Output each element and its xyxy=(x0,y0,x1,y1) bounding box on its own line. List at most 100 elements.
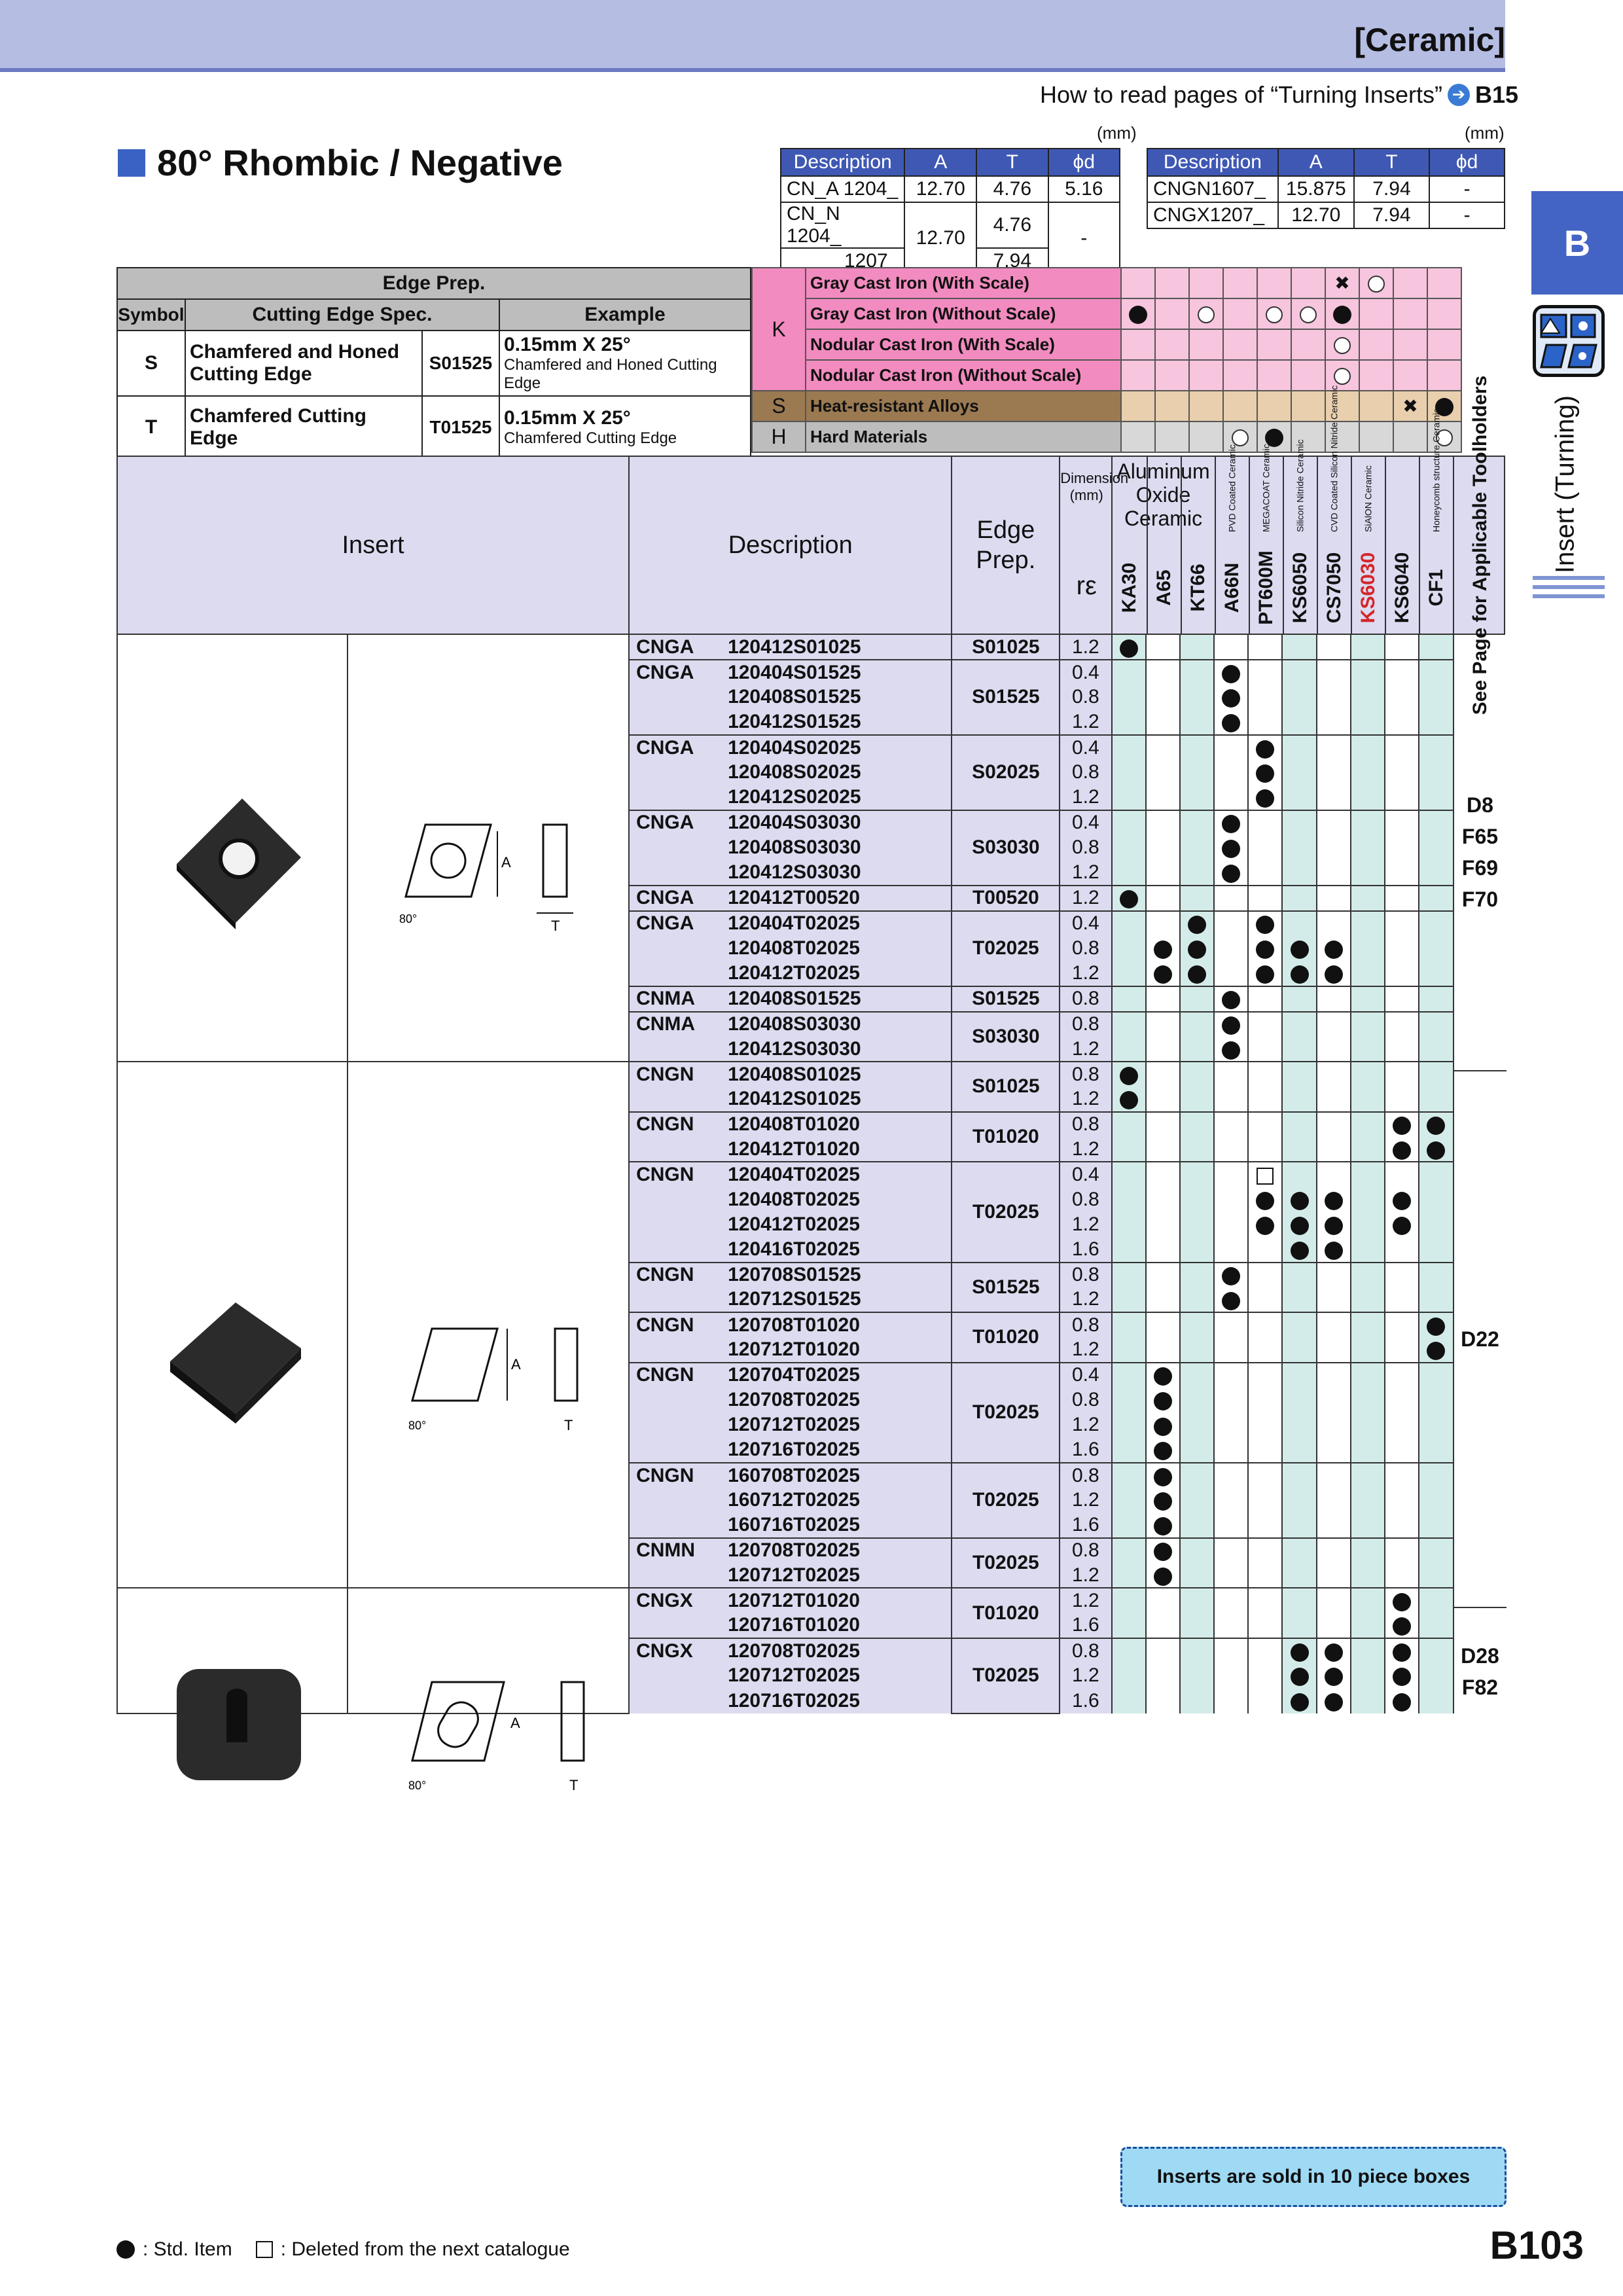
grade-cell xyxy=(1213,1663,1249,1689)
grade-cell xyxy=(1213,1488,1249,1513)
grade-cell xyxy=(1213,1337,1249,1363)
grade-cell xyxy=(1383,1161,1420,1187)
grade-cell xyxy=(1111,634,1147,660)
grade-a65: A65 xyxy=(1146,457,1181,634)
edge-prep-cell: S01025 xyxy=(951,634,1061,660)
std-item-dot-icon xyxy=(1222,815,1241,834)
dim-cell: CNGX1207_ xyxy=(1147,202,1279,229)
grade-cell xyxy=(1315,1462,1351,1488)
description-cell: 120712T02025 xyxy=(628,1412,953,1438)
edge-prep-cell: T02025 xyxy=(951,1637,1061,1714)
grade-cell xyxy=(1179,1537,1215,1564)
grade-cell xyxy=(1315,658,1351,685)
grade-cell xyxy=(1281,760,1317,785)
grade-cell xyxy=(1383,1211,1420,1238)
re-cell: 1.2 xyxy=(1059,785,1113,810)
grade-cell xyxy=(1179,734,1215,761)
re-cell: 1.2 xyxy=(1059,1211,1113,1238)
grade-cell xyxy=(1349,1587,1386,1613)
grade-cell xyxy=(1111,760,1147,785)
edge-prep-cell: S01525 xyxy=(951,1261,1061,1314)
grade-cell xyxy=(1247,910,1283,936)
grade-cell xyxy=(1247,835,1283,861)
grade-cell xyxy=(1145,1437,1181,1463)
re-cell: 0.8 xyxy=(1059,985,1113,1012)
insert-photo-cnga xyxy=(177,798,301,929)
grade-cell xyxy=(1213,1613,1249,1638)
grade-cell xyxy=(1383,1663,1420,1689)
edge-code: S01525 xyxy=(421,330,500,397)
deleted-square-icon xyxy=(255,2241,273,2258)
description-cell: 120412S01525 xyxy=(628,709,953,735)
grade-cell xyxy=(1418,884,1454,911)
grade-cell xyxy=(1179,1663,1215,1689)
grade-cell xyxy=(1418,734,1454,761)
grade-cell xyxy=(1418,1388,1454,1413)
description-cell: 120712T02025 xyxy=(628,1663,953,1689)
grade-kt66: KT66 xyxy=(1180,457,1215,634)
material-grade-cell xyxy=(1188,390,1224,422)
grade-cell xyxy=(1383,1312,1420,1338)
grade-cell xyxy=(1111,1361,1147,1388)
grade-cell xyxy=(1145,1011,1181,1037)
material-grade-cell xyxy=(1222,298,1258,330)
std-item-dot-icon xyxy=(1427,1117,1446,1136)
material-grade-cell xyxy=(1325,329,1360,361)
description-cell: 120408S01525 xyxy=(628,685,953,710)
material-name: Gray Cast Iron (Without Scale) xyxy=(805,298,1122,330)
grade-cell xyxy=(1213,1388,1249,1413)
grade-cell xyxy=(1145,860,1181,886)
section-tab[interactable]: B xyxy=(1531,191,1623,295)
grade-cell xyxy=(1349,1061,1386,1087)
material-group: S xyxy=(751,390,806,422)
grade-cell xyxy=(1179,1111,1215,1138)
grade-cell xyxy=(1247,1537,1283,1564)
grade-cell xyxy=(1418,685,1454,710)
grade-cell xyxy=(1349,634,1386,660)
grade-cell xyxy=(1145,1412,1181,1438)
grade-cell xyxy=(1247,961,1283,986)
std-item-dot-icon xyxy=(1256,941,1275,960)
std-item-dot-icon xyxy=(1393,1191,1412,1210)
material-grade-cell xyxy=(1291,421,1326,453)
description-cell: 120412T01020 xyxy=(628,1137,953,1162)
std-item-dot-icon xyxy=(1153,1492,1172,1511)
toolholder-page-ref[interactable]: D22 xyxy=(1454,1070,1507,1607)
grade-cell xyxy=(1145,835,1181,861)
grade-cell xyxy=(1145,1086,1181,1112)
grade-cell xyxy=(1418,1563,1454,1588)
edge-prep-title: Edge Prep. xyxy=(116,267,751,300)
grade-cell xyxy=(1213,1011,1249,1037)
material-grade-cell xyxy=(1359,421,1394,453)
std-item-dot-icon xyxy=(1324,1191,1343,1210)
grade-cell xyxy=(1349,1663,1386,1689)
material-grade-cell xyxy=(1427,421,1462,453)
grade-cell xyxy=(1179,1637,1215,1664)
re-cell: 1.6 xyxy=(1059,1513,1113,1538)
grade-cell xyxy=(1281,709,1317,735)
grade-cell xyxy=(1418,1637,1454,1664)
re-cell: 0.4 xyxy=(1059,910,1113,936)
grade-cell xyxy=(1179,1412,1215,1438)
description-cell: 120712T01020 xyxy=(628,1337,953,1363)
grade-cell xyxy=(1315,1261,1351,1287)
material-grade-cell xyxy=(1222,359,1258,391)
how-to-read-link[interactable]: How to read pages of “Turning Inserts” ➔… xyxy=(1040,81,1518,109)
grade-cell xyxy=(1247,884,1283,911)
grade-cell xyxy=(1315,884,1351,911)
grade-cell xyxy=(1315,1211,1351,1238)
grade-cell xyxy=(1281,1011,1317,1037)
grade-cell xyxy=(1111,1237,1147,1263)
dim-cell: - xyxy=(1047,202,1121,275)
grade-cell xyxy=(1349,1011,1386,1037)
grade-cell xyxy=(1383,985,1420,1012)
